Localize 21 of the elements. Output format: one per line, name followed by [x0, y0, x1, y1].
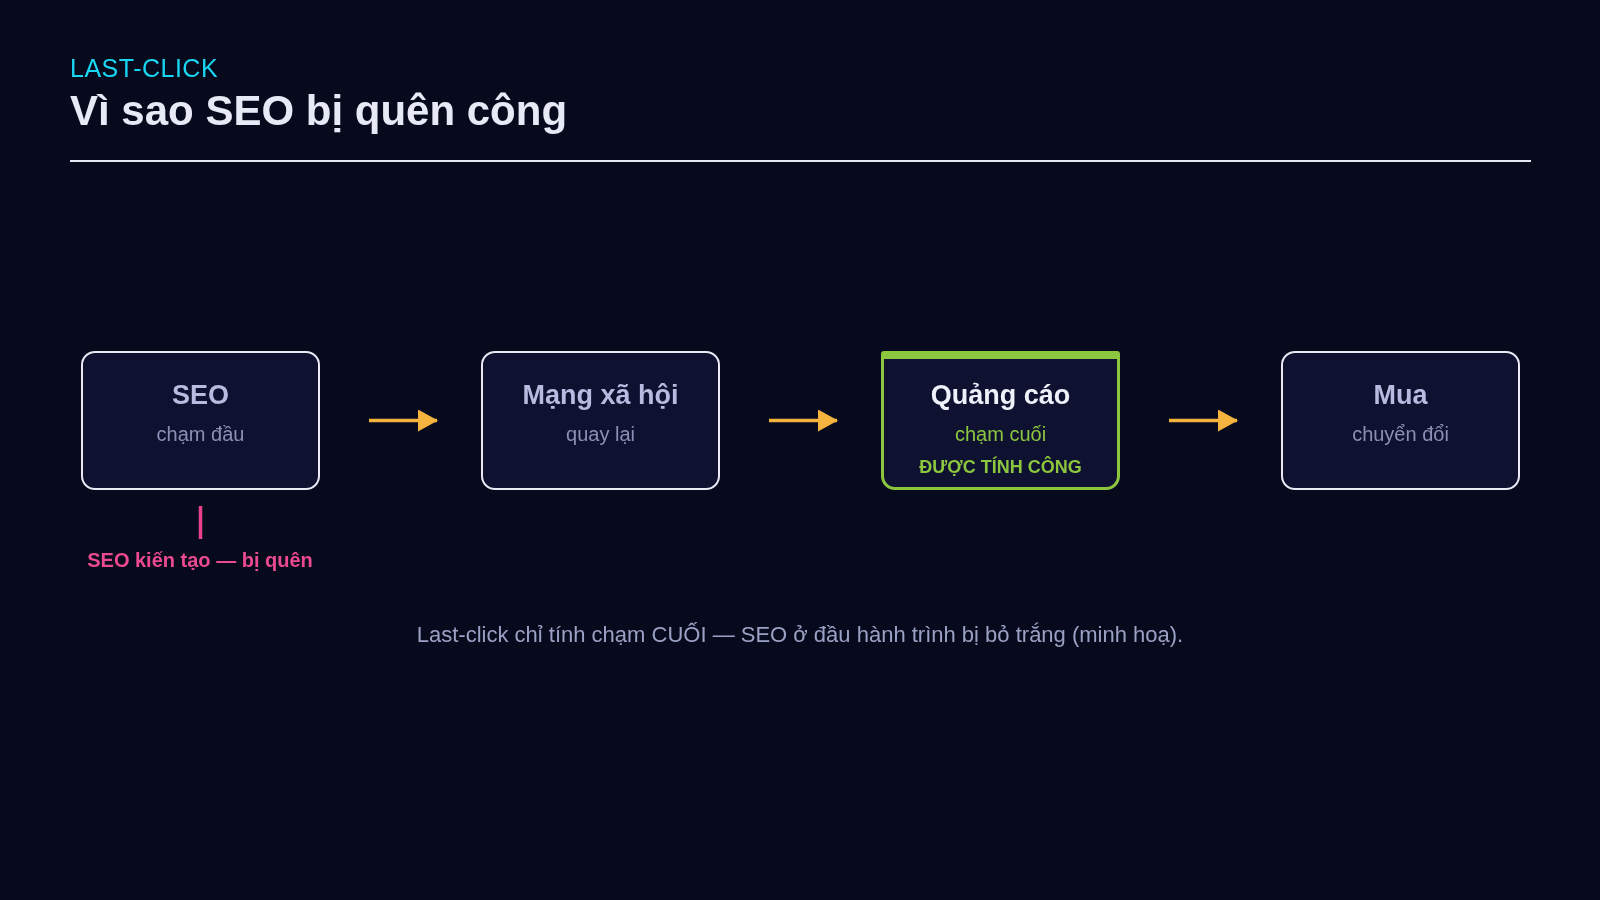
- status-label: ĐƯỢC TÍNH CÔNG: [919, 455, 1082, 479]
- stage-subtitle: quay lại: [566, 422, 635, 447]
- highlighted-stage-box: [881, 351, 1120, 490]
- stage-subtitle: chạm đầu: [156, 422, 245, 447]
- stage-box: [81, 351, 320, 490]
- annotation-text: SEO kiến tạo — bị quên: [87, 548, 313, 573]
- leader-line: [198, 506, 203, 539]
- eyebrow-label: LAST-CLICK: [70, 53, 219, 83]
- arrow: [369, 409, 438, 432]
- stage-title: SEO: [172, 379, 229, 411]
- stage-subtitle: chạm cuối: [954, 422, 1047, 447]
- arrow: [1169, 409, 1238, 432]
- arrow: [769, 409, 838, 432]
- stage-box: [481, 351, 720, 490]
- caption-text: Last-click chỉ tính chạm CUỐI — SEO ở đầu hành trình bị bỏ trắng (minh hoạ).: [416, 621, 1184, 649]
- stage-subtitle: chuyển đổi: [1352, 422, 1449, 447]
- stage-title: Mạng xã hội: [522, 379, 679, 411]
- stage-title: Quảng cáo: [930, 379, 1071, 411]
- stage-box: [1281, 351, 1520, 490]
- page-title: Vì sao SEO bị quên công: [70, 86, 568, 136]
- stage-title: Mua: [1373, 379, 1428, 411]
